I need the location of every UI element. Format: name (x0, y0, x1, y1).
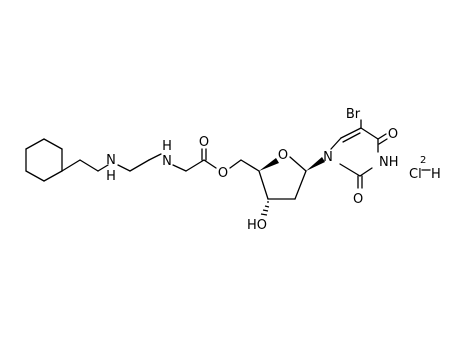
atom-bromine: Br (346, 107, 361, 122)
amine-nh-right: H N (162, 139, 172, 169)
hydrochloride-counterion: Cl 2 H (409, 155, 441, 182)
atom-n-right: N (162, 154, 172, 169)
atom-n1: N (323, 150, 333, 165)
stoichiometry-superscript: 2 (420, 155, 426, 166)
stereo-wedge-c4 (259, 158, 279, 171)
amine-nh-left: N H (106, 153, 116, 184)
atom-c2-o: O (353, 192, 363, 207)
atom-n3h: NH (379, 155, 399, 170)
atom-ester-o: O (218, 166, 228, 181)
stereo-hash-c3-oh: HO (247, 201, 270, 233)
atom-c4-o: O (388, 127, 398, 142)
atom-h-salt: H (431, 167, 441, 182)
deoxyribose-ring: O (240, 148, 307, 200)
atom-h-left: H (106, 169, 116, 184)
ethylene-bridge (117, 153, 162, 172)
atom-n-left: N (106, 153, 116, 168)
cyclohexylethyl-chain (61, 159, 109, 172)
atom-h-right: H (162, 139, 172, 154)
glycyl-ester-linkage: O O (172, 135, 242, 181)
stereo-wedge-c1 (306, 157, 325, 171)
cyclohexane-ring (25, 138, 63, 182)
atom-carbonyl-o: O (199, 135, 209, 150)
atom-cl: Cl (409, 167, 422, 182)
atom-ring-o: O (278, 148, 288, 163)
atom-hydroxyl: HO (247, 218, 267, 233)
bromouracil-ring: N Br O NH O (323, 107, 398, 207)
